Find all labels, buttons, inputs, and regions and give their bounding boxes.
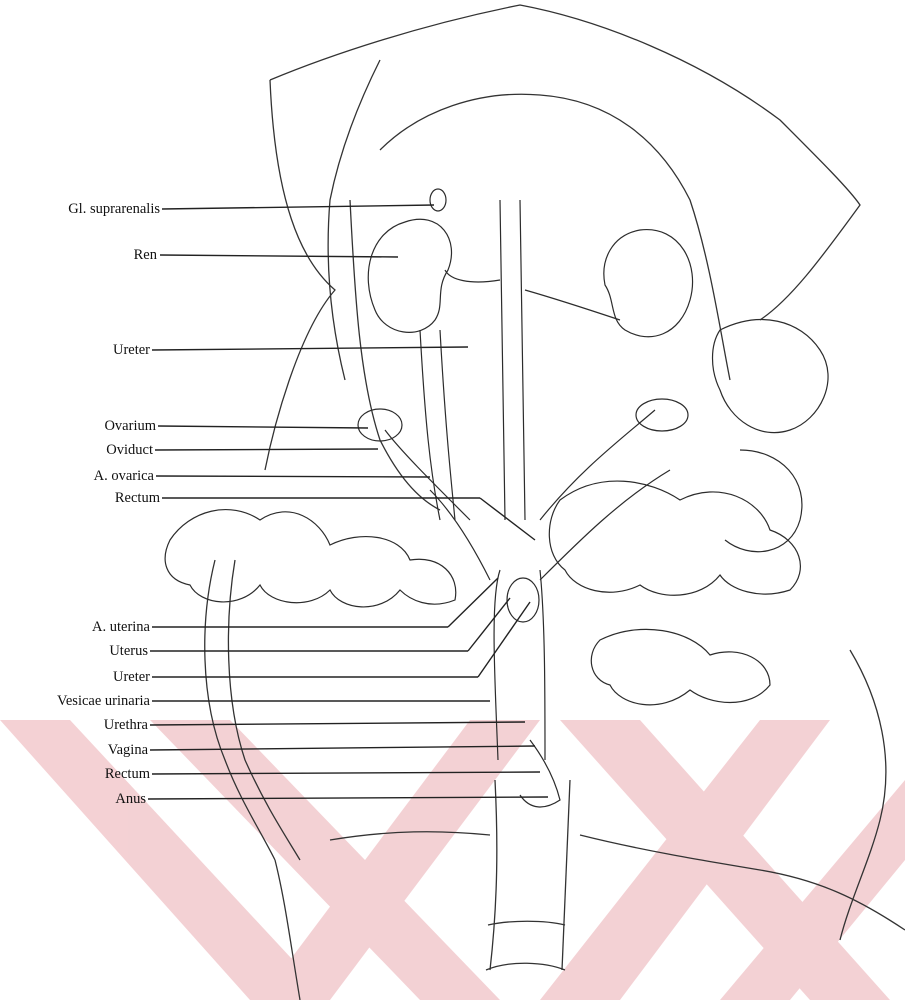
label-vesicae-urinaria: Vesicae urinaria bbox=[57, 693, 150, 709]
label-ren: Ren bbox=[134, 247, 157, 263]
label-vagina: Vagina bbox=[108, 742, 148, 758]
label-urethra: Urethra bbox=[104, 717, 148, 733]
label-oviduct: Oviduct bbox=[106, 442, 153, 458]
watermark bbox=[0, 720, 905, 1000]
label-ureter-lower: Ureter bbox=[113, 669, 150, 685]
label-rectum-lower: Rectum bbox=[105, 766, 150, 782]
leader-anus bbox=[148, 797, 548, 799]
label-a-uterina: A. uterina bbox=[92, 619, 150, 635]
label-gl-suprarenalis: Gl. suprarenalis bbox=[68, 201, 160, 217]
leader-ren bbox=[160, 255, 398, 257]
label-uterus: Uterus bbox=[109, 643, 148, 659]
leader-uterus-b bbox=[468, 598, 510, 651]
leader-lines bbox=[148, 205, 548, 799]
label-ovarium: Ovarium bbox=[104, 418, 156, 434]
label-a-ovarica: A. ovarica bbox=[94, 468, 154, 484]
leader-gl-suprarenalis bbox=[162, 205, 434, 209]
leader-oviduct bbox=[155, 449, 378, 450]
leader-rectum-upper-b bbox=[480, 498, 535, 540]
leader-a-ovarica bbox=[156, 476, 430, 477]
label-anus: Anus bbox=[115, 791, 146, 807]
label-rectum-upper: Rectum bbox=[115, 490, 160, 506]
label-ureter-upper: Ureter bbox=[113, 342, 150, 358]
leader-ureter-lower-b bbox=[478, 602, 530, 677]
leader-ovarium bbox=[158, 426, 368, 428]
